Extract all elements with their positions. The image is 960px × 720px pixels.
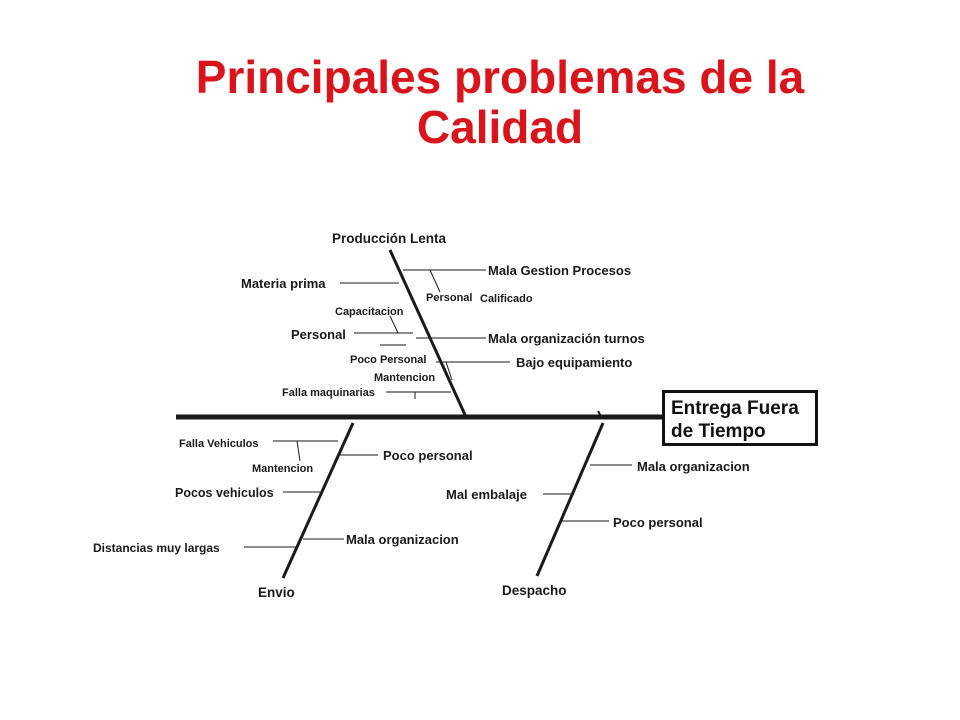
title-line-2: Calidad [416, 101, 584, 153]
title-line-1: Principales problemas de la [195, 51, 805, 103]
cause-poco-personal-produccion: Poco Personal [350, 354, 426, 366]
effect-box: Entrega Fuera de Tiempo [662, 390, 818, 446]
cause-mala-organizacion-envio: Mala organizacion [346, 532, 459, 547]
branch-capacitacion [389, 315, 399, 334]
cause-personal-calificado-b: Calificado [480, 293, 533, 305]
cause-materia-prima: Materia prima [241, 276, 326, 291]
cause-mantencion-produccion: Mantencion [374, 372, 435, 384]
cause-distancias-muy-largas: Distancias muy largas [93, 541, 220, 555]
cause-mala-organizacion-despacho: Mala organizacion [637, 459, 750, 474]
branch-personal-calificado [429, 269, 441, 293]
cause-falla-vehiculos: Falla Vehiculos [179, 438, 258, 450]
cause-pocos-vehiculos: Pocos vehiculos [175, 486, 274, 500]
cause-mantencion-envio: Mantencion [252, 463, 313, 475]
category-despacho-label: Despacho [502, 583, 567, 598]
cause-personal: Personal [291, 327, 346, 342]
bone-despacho [535, 422, 605, 577]
cause-falla-maquinarias: Falla maquinarias [282, 387, 375, 399]
cause-capacitacion: Capacitacion [335, 306, 404, 318]
cause-poco-personal-envio: Poco personal [383, 448, 473, 463]
slide-title: Principales problemas de la Calidad [100, 52, 900, 152]
cause-mala-organizacion-turnos: Mala organización turnos [488, 331, 645, 346]
branch-mantencion [445, 361, 453, 381]
spine-tick [597, 410, 603, 419]
cause-personal-calificado-a: Personal [426, 292, 472, 304]
category-envio-label: Envio [258, 585, 295, 600]
cause-mala-gestion-procesos: Mala Gestion Procesos [488, 263, 631, 278]
bone-produccion [388, 249, 468, 418]
category-produccion-label: Producción Lenta [332, 231, 447, 246]
effect-line-2: de Tiempo [671, 421, 766, 442]
cause-bajo-equipamiento: Bajo equipamiento [516, 355, 632, 370]
bone-envio [281, 422, 355, 579]
cause-poco-personal-despacho: Poco personal [613, 515, 703, 530]
cause-mal-embalaje: Mal embalaje [446, 487, 527, 502]
effect-line-1: Entrega Fuera [671, 398, 799, 419]
branch-mantencion-envio [296, 440, 301, 462]
